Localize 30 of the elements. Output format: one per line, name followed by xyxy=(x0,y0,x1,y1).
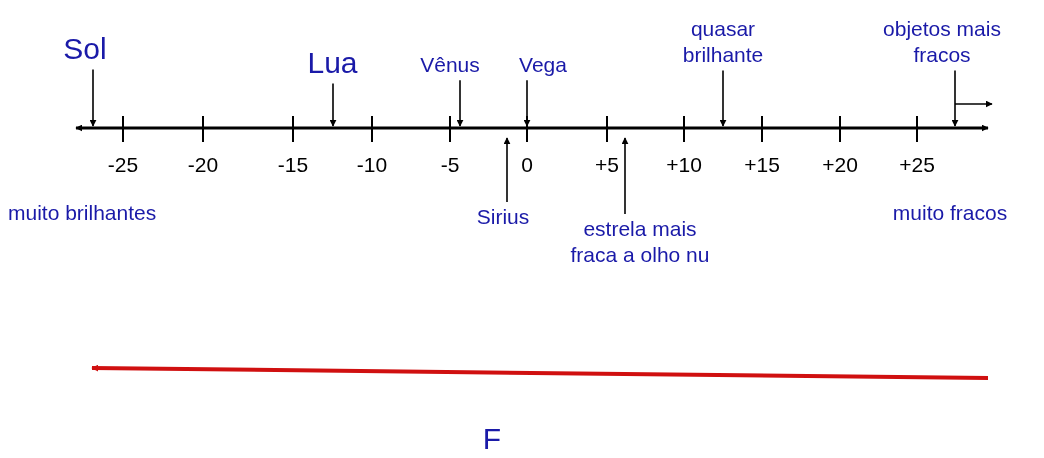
tick-label: -15 xyxy=(276,152,310,178)
pointer-arrow xyxy=(456,79,464,127)
scale-note: muito fracos xyxy=(891,200,1009,226)
tick-label: +5 xyxy=(594,152,620,178)
pointer-arrow xyxy=(523,79,531,127)
object-label: estrela mais fraca a olho nu xyxy=(565,216,715,269)
pointer-arrow xyxy=(719,69,727,127)
pointer-arrow xyxy=(621,137,629,215)
object-label: quasar brilhante xyxy=(660,16,786,69)
tick-label: -25 xyxy=(106,152,140,178)
pointer-arrow xyxy=(329,82,337,127)
tick-label: +10 xyxy=(665,152,703,178)
object-label: Vênus xyxy=(405,52,495,79)
object-label: Sol xyxy=(60,30,110,68)
object-label: objetos mais fracos xyxy=(872,16,1012,69)
object-label: Vega xyxy=(508,52,578,79)
tick-label: -20 xyxy=(186,152,220,178)
tick-label: +25 xyxy=(898,152,936,178)
object-label: Lua xyxy=(295,44,370,82)
scale-note: muito brilhantes xyxy=(8,200,158,226)
object-label: Sirius xyxy=(458,204,548,231)
tick-label: 0 xyxy=(520,152,534,178)
axis-label: F xyxy=(481,421,503,457)
pointer-arrow xyxy=(503,137,511,203)
tick-label: -10 xyxy=(355,152,389,178)
pointer-arrow xyxy=(89,68,97,127)
tick-label: +20 xyxy=(821,152,859,178)
pointer-arrow xyxy=(951,69,959,127)
tick-label: +15 xyxy=(743,152,781,178)
tick-label: -5 xyxy=(439,152,461,178)
